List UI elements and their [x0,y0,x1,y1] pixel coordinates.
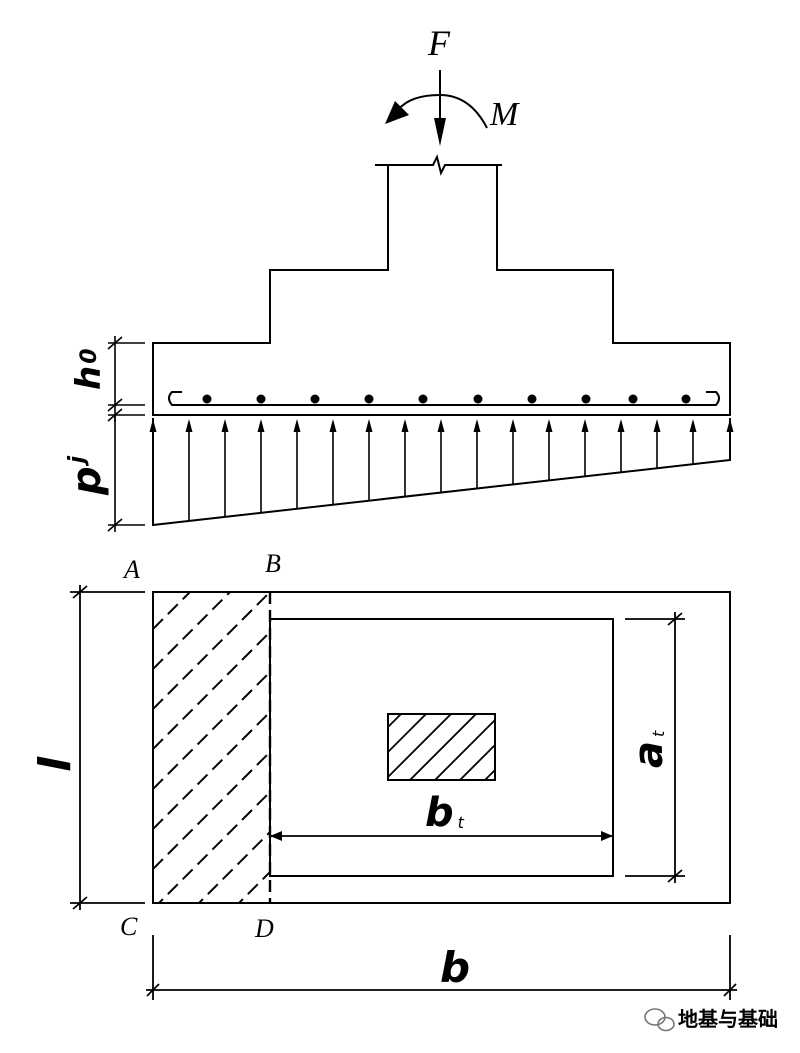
svg-text:at: at [626,730,672,768]
pressure-arrow-head [401,419,409,432]
hatched-region-abcd [153,592,270,903]
pressure-arrow-head [545,419,553,432]
b-dimension [146,935,737,1000]
pressure-arrow-head [437,419,445,432]
at-dimension [625,612,685,883]
pj-dimension [107,415,145,532]
inner-length-label: a [626,741,672,768]
length-label: l [30,756,81,772]
h0-dimension [107,336,145,422]
plan-view [70,585,737,1000]
h0-label: h0 [69,348,109,390]
corner-c-label: C [120,912,138,941]
pressure-arrow-head [653,419,661,432]
watermark-text: 地基与基础 [678,1007,778,1031]
wechat-icon [644,1008,675,1032]
watermark: 地基与基础 [644,1007,778,1032]
depth-label: h [69,366,109,390]
footing-plan-outline [152,591,731,904]
pressure-arrow-head [185,419,193,432]
inner-width-subscript: t [458,813,465,832]
pressure-arrow-head [149,419,157,432]
pressure-arrow-head [329,419,337,432]
inner-width-label: b [425,790,454,836]
corner-d-label: D [254,914,274,943]
load-label: F [427,23,451,63]
pressure-arrow-head [221,419,229,432]
pressure-arrow-head [473,419,481,432]
rebar-dots [202,394,691,404]
depth-subscript: 0 [77,348,102,363]
corner-b-label: B [265,549,281,578]
length-label-group: l [30,756,81,772]
inner-length-subscript: t [649,730,668,737]
column-plan [387,713,496,781]
pj-label: pj [64,455,110,496]
pressure-arrows [149,419,734,525]
column-break-line [375,154,502,176]
moment-label: M [489,96,520,133]
pressure-arrow-head [726,419,734,432]
moment-arc [397,93,488,129]
pressure-arrow-head [257,419,265,432]
l-dimension [70,585,145,910]
corner-a-label: A [122,555,140,584]
svg-text:h0: h0 [69,348,109,390]
svg-text:bt: bt [425,790,465,836]
moment-arrow-head [385,101,409,124]
pressure-arrow-head [689,419,697,432]
rebar-bar [168,391,720,406]
pressure-label: p [64,466,110,496]
pressure-arrow-head [509,419,517,432]
footing-outline [152,165,731,416]
width-label: b [440,943,470,992]
pressure-arrow-head [617,419,625,432]
pressure-arrow-head [293,419,301,432]
inner-length-label-group: at [626,730,672,768]
pressure-subscript: j [65,455,90,466]
pressure-arrow-head [581,419,589,432]
column-hatch [388,714,495,780]
svg-text:pj: pj [64,455,110,496]
pressure-arrow-head [365,419,373,432]
elevation-view [107,70,734,532]
load-arrow-head [434,118,446,146]
